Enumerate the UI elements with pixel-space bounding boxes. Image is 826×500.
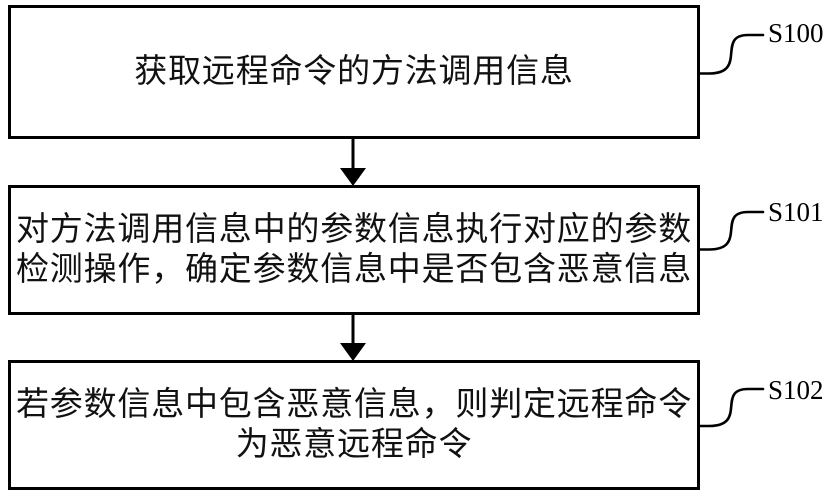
step-text: 对方法调用信息中的参数信息执行对应的参数 xyxy=(16,212,692,248)
arrowhead-down-icon xyxy=(340,168,366,186)
leader-line-s102 xyxy=(698,387,765,428)
step-text: 获取远程命令的方法调用信息 xyxy=(134,54,574,90)
step-text: 若参数信息中包含恶意信息，则判定远程命令 xyxy=(16,387,692,423)
step-label-s102: S102 xyxy=(768,375,824,405)
leader-line-s101 xyxy=(698,210,765,251)
leader-line-s100 xyxy=(698,33,765,75)
flow-step-box-s101: 对方法调用信息中的参数信息执行对应的参数 检测操作，确定参数信息中是否包含恶意信… xyxy=(8,185,700,315)
flow-step-box-s100: 获取远程命令的方法调用信息 xyxy=(8,5,700,139)
flow-step-box-s102: 若参数信息中包含恶意信息，则判定远程命令 为恶意远程命令 xyxy=(8,360,700,490)
flow-arrow-2 xyxy=(340,315,366,361)
step-label-s100: S100 xyxy=(768,18,824,48)
step-label-s101: S101 xyxy=(768,197,824,227)
flow-arrow-1 xyxy=(340,139,366,186)
step-text: 检测操作，确定参数信息中是否包含恶意信息 xyxy=(16,252,692,288)
step-text: 为恶意远程命令 xyxy=(235,427,473,463)
arrowhead-down-icon xyxy=(340,343,366,361)
